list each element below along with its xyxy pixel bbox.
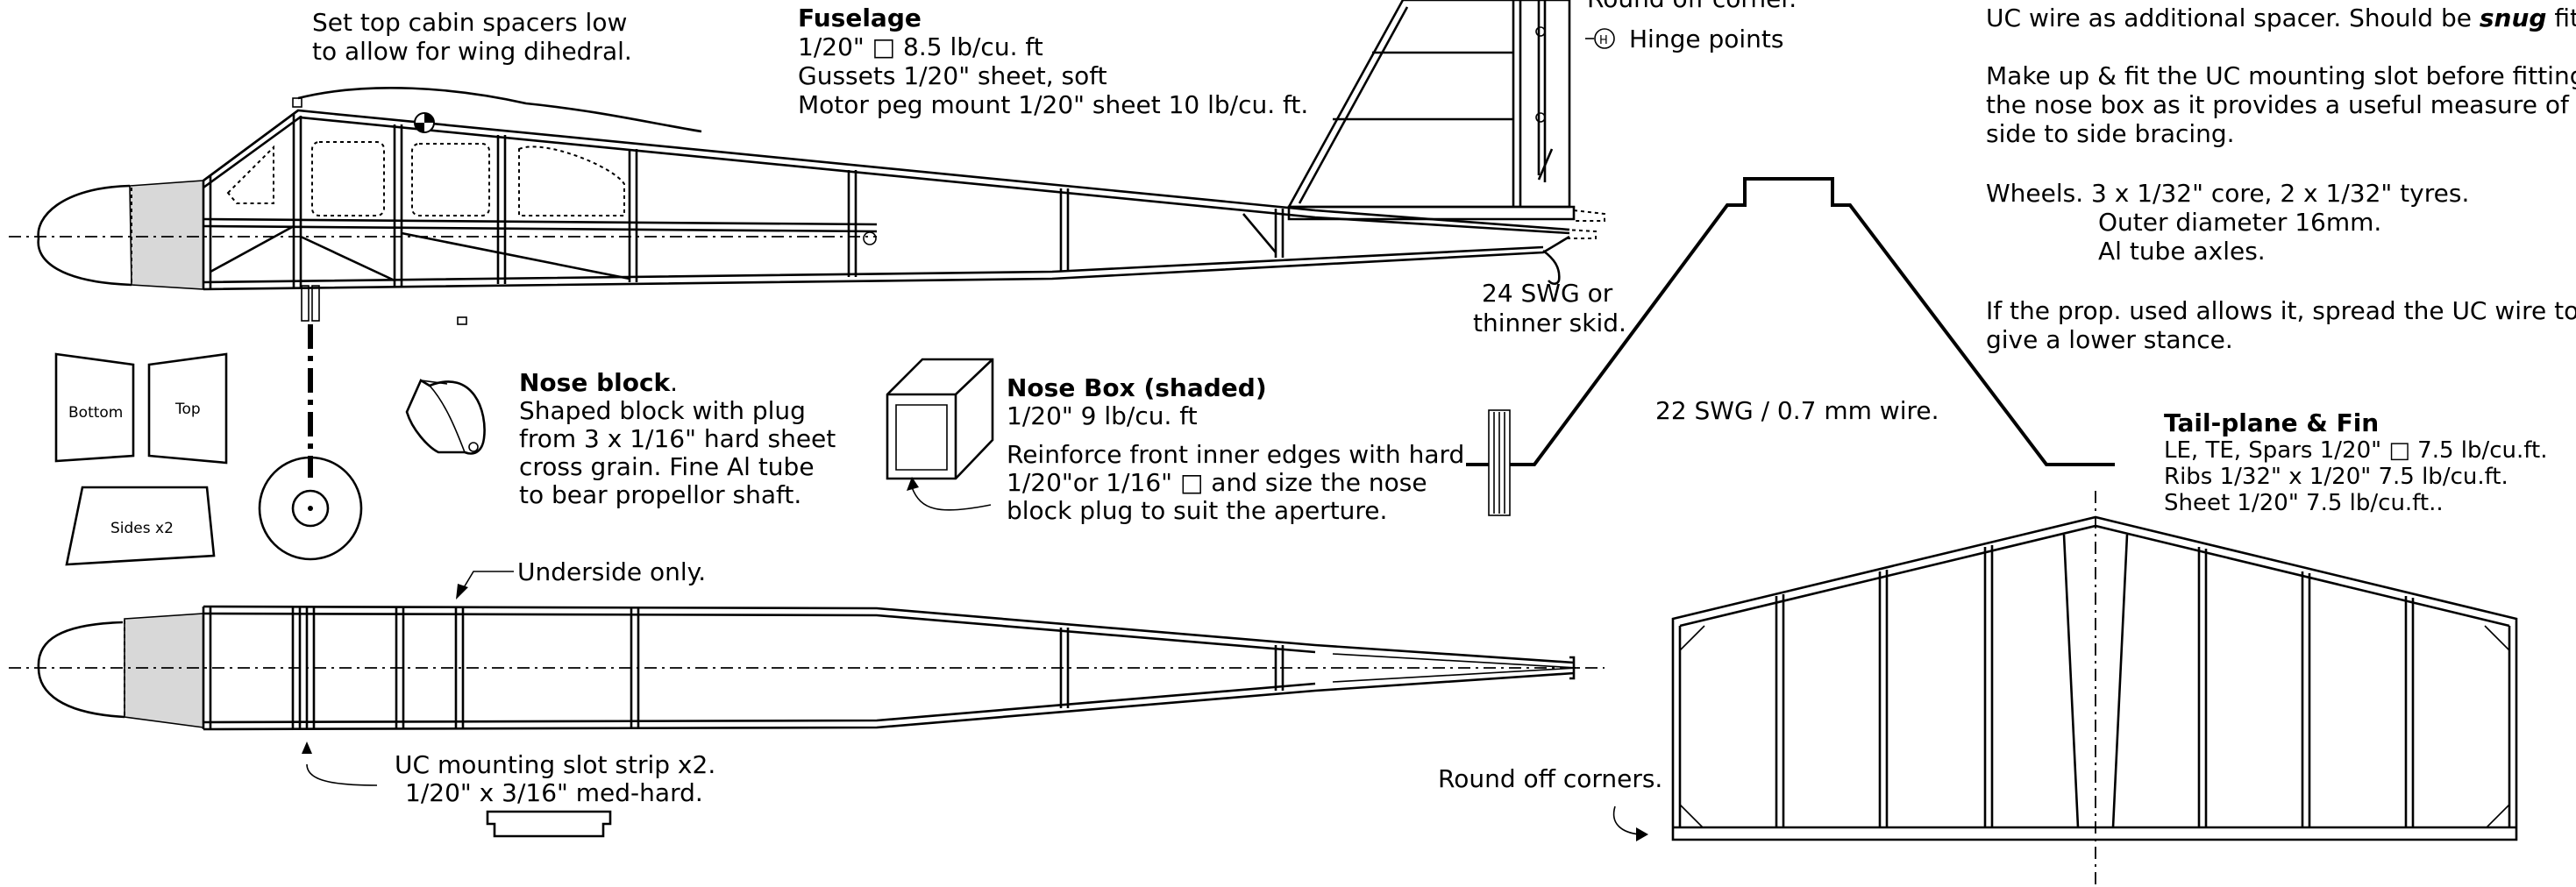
tail-line-3: Sheet 1/20" 7.5 lb/cu.ft.. — [2164, 490, 2444, 516]
nose-box-line-1: 1/20" 9 lb/cu. ft — [1007, 401, 1198, 430]
fuselage-top-view — [9, 605, 1605, 731]
wheels-line-2: Outer diameter 16mm. — [2098, 208, 2381, 237]
fuselage-title: Fuselage — [798, 4, 922, 32]
tail-line-1: LE, TE, Spars 1/20" □ 7.5 lb/cu.ft. — [2164, 437, 2547, 464]
window-side-2 — [411, 143, 490, 216]
round-corners-label: Round off corners. — [1438, 764, 1662, 793]
uc-slot-line-2: the nose box as it provides a useful mea… — [1986, 90, 2570, 119]
top-view-notes: Underside only. UC mounting slot strip x… — [302, 557, 715, 838]
nose-block-line-1: Shaped block with plug — [519, 396, 806, 425]
hinge-icon — [1594, 28, 1615, 49]
nose-block-line-3: cross grain. Fine Al tube — [519, 452, 815, 481]
tail-title: Tail-plane & Fin — [2164, 408, 2379, 437]
part-top — [147, 352, 228, 465]
motor-peg-icon — [863, 231, 877, 245]
uc-strip-part — [486, 810, 612, 838]
nose-block-line-4: to bear propellor shaft. — [519, 480, 801, 509]
nose-box-top — [124, 613, 204, 728]
nose-box-side — [129, 180, 204, 290]
nose-box-line-4: block plug to suit the aperture. — [1007, 496, 1387, 525]
fuselage-line-3: Motor peg mount 1/20" sheet 10 lb/cu. ft… — [798, 90, 1308, 119]
part-sides-label: Sides x2 — [110, 520, 174, 537]
fuselage-line-2: Gussets 1/20" sheet, soft — [798, 61, 1107, 90]
uc-slot-line-3: side to side bracing. — [1986, 119, 2235, 148]
underside-label: Underside only. — [517, 557, 706, 586]
nose-box-parts: Bottom Top Sides x2 — [54, 352, 228, 566]
wire-label: 22 SWG / 0.7 mm wire. — [1655, 396, 1939, 425]
cabin-note-line-2: to allow for wing dihedral. — [312, 37, 632, 66]
tail-line-2: Ribs 1/32" x 1/20" 7.5 lb/cu.ft. — [2164, 464, 2508, 490]
svg-text:H: H — [1599, 34, 1608, 47]
part-sides — [65, 486, 216, 566]
uc-strip-line-1: UC mounting slot strip x2. — [395, 750, 715, 779]
nose-box-line-3: 1/20"or 1/16" □ and size the nose — [1007, 468, 1427, 497]
wheels-line-3: Al tube axles. — [2098, 237, 2266, 266]
fuselage-note: Fuselage 1/20" □ 8.5 lb/cu. ft Gussets 1… — [798, 4, 1308, 119]
round-corner-top-note: Round off corner. — [1587, 0, 1797, 13]
fin-side-view — [1286, 0, 1605, 222]
nose-block-title: Nose block. — [519, 368, 678, 397]
cabin-note: Set top cabin spacers low to allow for w… — [312, 8, 632, 66]
prop-line-1: If the prop. used allows it, spread the … — [1986, 296, 2576, 325]
nose-box-title: Nose Box (shaded) — [1007, 373, 1267, 402]
skid-note: 24 SWG or thinner skid. — [1473, 279, 1626, 337]
fuselage-line-1: 1/20" □ 8.5 lb/cu. ft — [798, 32, 1043, 61]
hinge-points-label: Hinge points — [1629, 25, 1783, 53]
wheel-side — [258, 456, 363, 561]
skid-line-2: thinner skid. — [1473, 309, 1626, 337]
part-bottom — [54, 352, 135, 463]
cabin-note-line-1: Set top cabin spacers low — [312, 8, 627, 37]
part-top-label: Top — [174, 401, 201, 418]
nose-cone-outline — [37, 184, 132, 287]
part-bottom-label: Bottom — [68, 404, 123, 422]
nose-box-drawing: Nose Box (shaded) 1/20" 9 lb/cu. ft Rein… — [886, 358, 1464, 525]
window-rear — [518, 145, 625, 216]
uc-slot-line-1: Make up & fit the UC mounting slot befor… — [1986, 61, 2576, 90]
tailplane-view: Tail-plane & Fin LE, TE, Spars 1/20" □ 7… — [1438, 408, 2547, 887]
skid-line-1: 24 SWG or — [1482, 279, 1613, 308]
hinge-note: Round off corner. H Hinge points — [1585, 0, 1797, 53]
nose-block-drawing: Nose block. Shaped block with plug from … — [405, 368, 836, 509]
window-front — [226, 145, 274, 204]
prop-line-2: give a lower stance. — [1986, 325, 2233, 354]
right-notes: UC wire as additional spacer. Should be … — [1986, 4, 2576, 354]
uc-wire-shape — [1466, 177, 2115, 466]
uc-strip-line-2: 1/20" x 3/16" med-hard. — [405, 778, 703, 807]
nose-block-line-2: from 3 x 1/16" hard sheet — [519, 424, 836, 453]
uc-wire-diagram: 22 SWG / 0.7 mm wire. — [1466, 177, 2115, 516]
wheels-line-1: Wheels. 3 x 1/32" core, 2 x 1/32" tyres. — [1986, 179, 2469, 208]
nose-box-line-2: Reinforce front inner edges with hard — [1007, 440, 1464, 469]
window-side-1 — [311, 141, 385, 216]
spacer-note: UC wire as additional spacer. Should be … — [1986, 4, 2576, 32]
